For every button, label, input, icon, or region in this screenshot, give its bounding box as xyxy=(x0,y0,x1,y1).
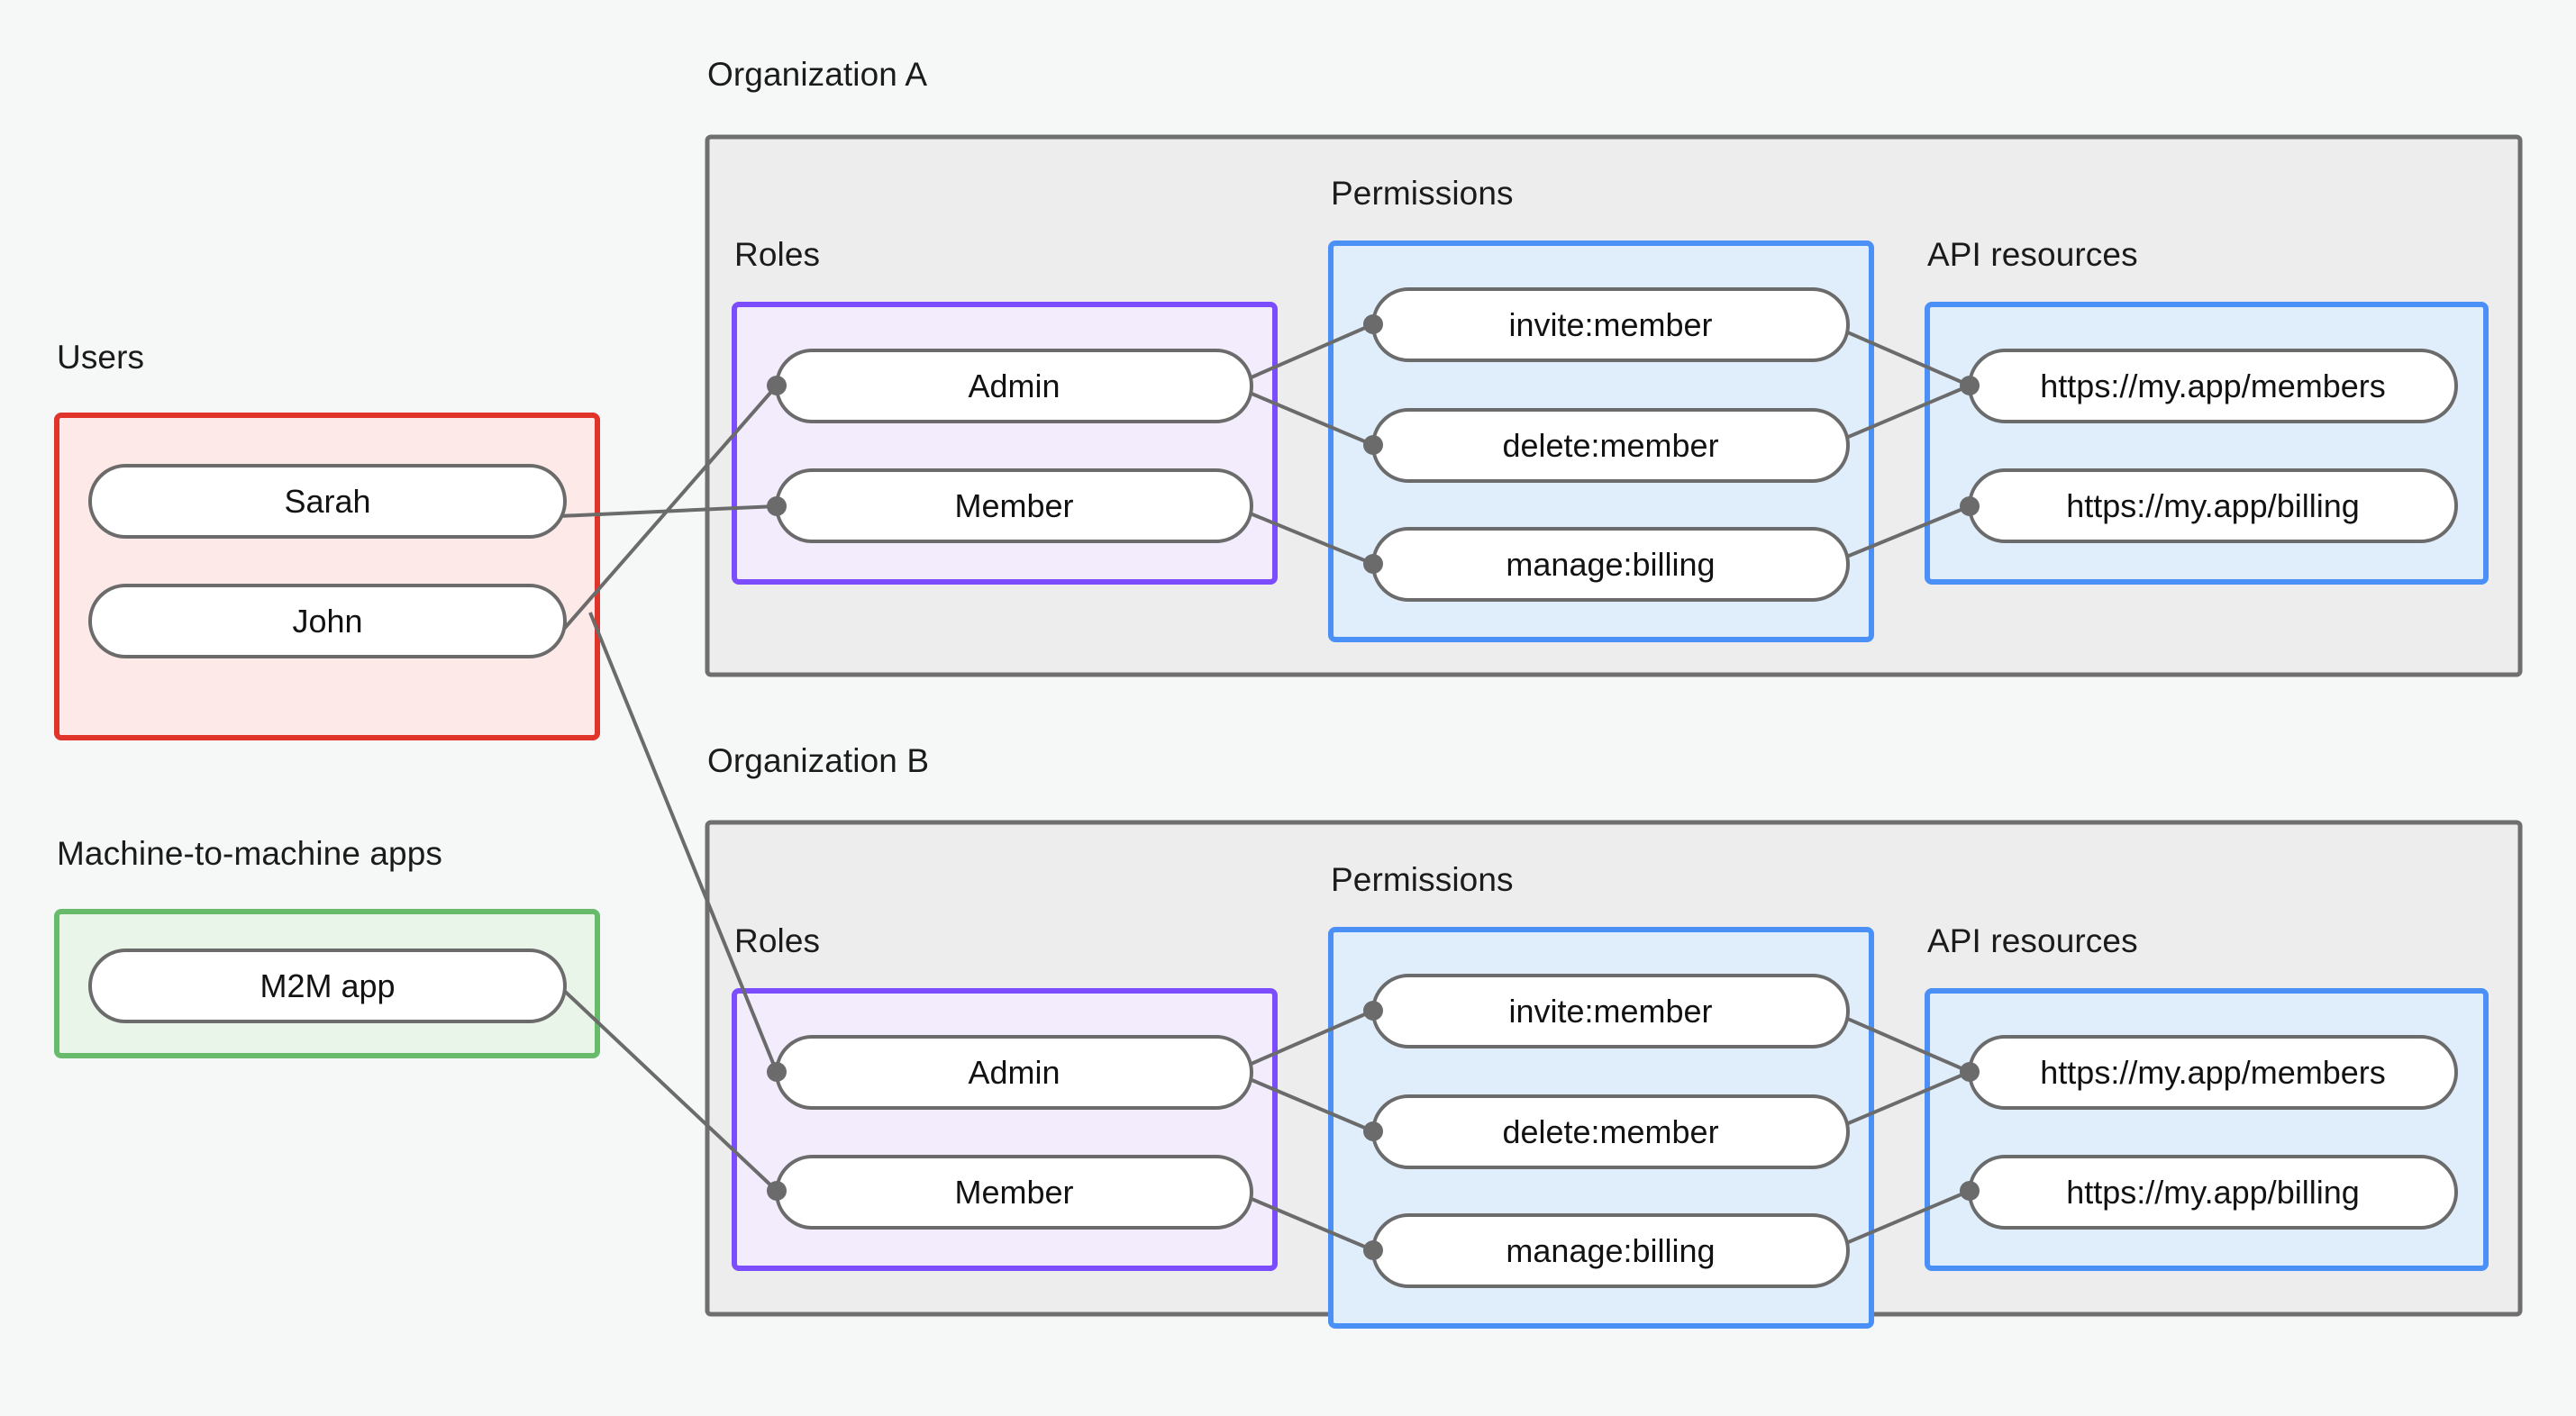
m2m-group-label: Machine-to-machine apps xyxy=(57,835,443,872)
dot-orga-billing xyxy=(1363,554,1383,574)
pill-orga-member[interactable] xyxy=(775,468,1253,543)
edge-orga-admin-to-delete xyxy=(1232,384,1374,447)
pill-orga-billing-url[interactable] xyxy=(1968,468,2458,543)
dot-orgb-admin xyxy=(767,1062,787,1082)
pill-orgb-member[interactable] xyxy=(775,1155,1253,1230)
pill-orgb-members-url[interactable] xyxy=(1968,1035,2458,1110)
edge-orga-member-to-billing xyxy=(1232,504,1374,566)
pill-m2m-app[interactable] xyxy=(88,949,567,1023)
edge-orga-delete-to-members xyxy=(1828,384,1971,447)
edge-orgb-delete-to-members xyxy=(1828,1070,1971,1133)
dot-orgb-billing xyxy=(1363,1240,1383,1260)
org-a-api-resources-label: API resources xyxy=(1927,236,2138,273)
edge-orgb-billing-to-billing xyxy=(1828,1189,1971,1252)
edge-orgb-admin-to-invite xyxy=(1232,1009,1374,1074)
edge-orga-invite-to-members xyxy=(1828,322,1971,387)
pill-john[interactable] xyxy=(88,584,567,658)
org-b-label: Organization B xyxy=(707,742,930,779)
pill-sarah[interactable] xyxy=(88,464,567,539)
edge-orga-admin-to-invite xyxy=(1232,322,1374,387)
pill-orga-admin[interactable] xyxy=(775,349,1253,423)
pill-orga-manage-billing[interactable] xyxy=(1371,527,1850,602)
pill-orgb-manage-billing[interactable] xyxy=(1371,1213,1850,1288)
org-a-permissions-label: Permissions xyxy=(1331,175,1514,212)
dot-orga-billing-url xyxy=(1960,496,1980,516)
dot-orga-members-url xyxy=(1960,376,1980,395)
edge-orga-billing-to-billing xyxy=(1828,504,1971,566)
edge-orgb-member-to-billing xyxy=(1232,1189,1374,1252)
pill-orga-invite-member[interactable] xyxy=(1371,287,1850,362)
dot-orga-invite xyxy=(1363,314,1383,334)
pill-orgb-billing-url[interactable] xyxy=(1968,1155,2458,1230)
org-b-roles-label: Roles xyxy=(734,922,821,959)
dot-orgb-invite xyxy=(1363,1001,1383,1021)
edge-m2m-to-orgb-member xyxy=(557,984,778,1193)
edge-john-to-orga-admin xyxy=(557,384,778,637)
pill-orgb-admin[interactable] xyxy=(775,1035,1253,1110)
edge-orgb-admin-to-delete xyxy=(1232,1070,1374,1133)
org-b-api-resources-label: API resources xyxy=(1927,922,2138,959)
users-group-label: Users xyxy=(57,339,145,376)
dot-orga-delete xyxy=(1363,435,1383,455)
edge-john-to-orgb-admin xyxy=(588,612,778,1073)
org-b-permissions-label: Permissions xyxy=(1331,861,1514,898)
edge-orgb-invite-to-members xyxy=(1828,1009,1971,1074)
dot-orgb-delete xyxy=(1363,1121,1383,1141)
dot-orgb-members-url xyxy=(1960,1062,1980,1082)
dot-orga-member xyxy=(767,496,787,516)
org-a-label: Organization A xyxy=(707,56,928,93)
org-a-roles-label: Roles xyxy=(734,236,821,273)
pill-orgb-invite-member[interactable] xyxy=(1371,974,1850,1048)
dot-orgb-billing-url xyxy=(1960,1181,1980,1201)
dot-orga-admin xyxy=(767,376,787,395)
pill-orga-members-url[interactable] xyxy=(1968,349,2458,423)
pill-orgb-delete-member[interactable] xyxy=(1371,1094,1850,1169)
pill-orga-delete-member[interactable] xyxy=(1371,408,1850,483)
dot-orgb-member xyxy=(767,1181,787,1201)
